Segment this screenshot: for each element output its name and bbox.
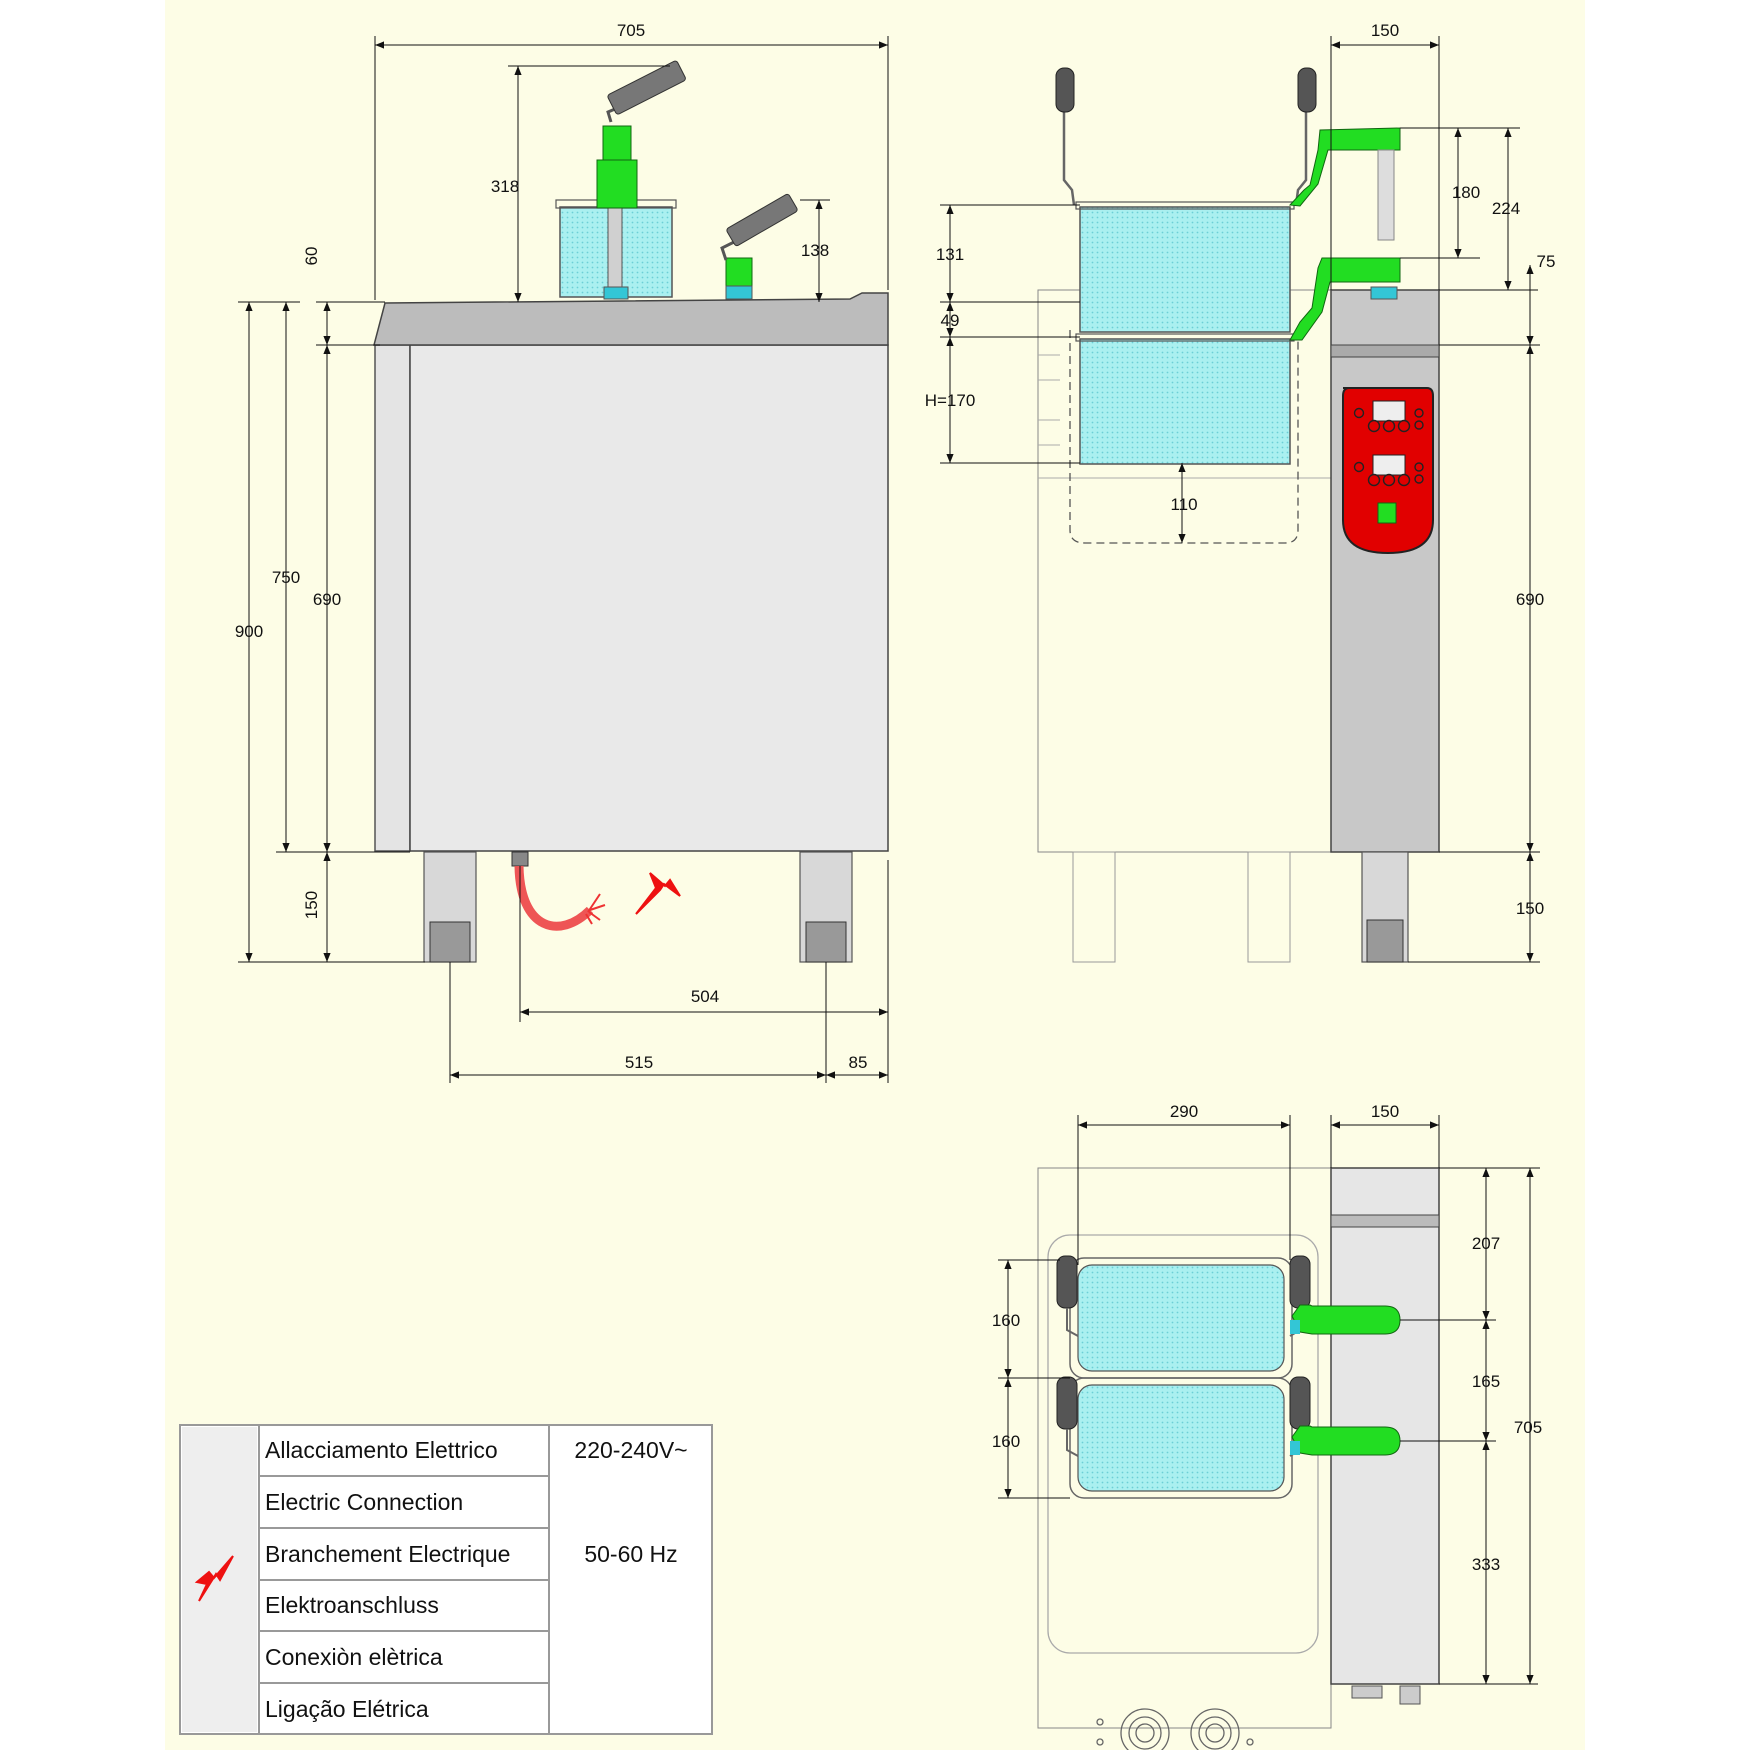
top-grip (1289, 1255, 1311, 1309)
table-voltage: 220-240V~ (574, 1437, 687, 1463)
power-cable-icon (511, 851, 606, 931)
dim-gap-49: 49 (941, 311, 960, 330)
table-frequency: 50-60 Hz (584, 1541, 677, 1567)
table-label-en: Electric Connection (265, 1489, 463, 1515)
dim-height-900: 900 (235, 622, 263, 641)
front-basket-raised (1079, 206, 1291, 333)
dim-height-750: 750 (272, 568, 300, 587)
front-basket-lowered (1079, 338, 1291, 465)
dim-lift-318: 318 (491, 177, 519, 196)
dim-middle-165: 165 (1472, 1372, 1500, 1391)
top-dimension-labels: 290 150 160 160 207 165 333 705 (992, 1102, 1542, 1574)
lightning-bolt-icon (635, 872, 681, 915)
side-dimension-lines (238, 36, 889, 1083)
display-top (1372, 400, 1406, 422)
drain-taps (1096, 1708, 1254, 1750)
dim-lift-224: 224 (1492, 199, 1520, 218)
top-lift-arm-1 (1291, 1304, 1401, 1335)
dim-body-690: 690 (1516, 590, 1544, 609)
table-label-de: Elektroanschluss (265, 1592, 439, 1618)
dim-front-207: 207 (1472, 1234, 1500, 1253)
dim-feet-150-front: 150 (1516, 899, 1544, 918)
side-top-plate (373, 292, 889, 346)
side-lift-handle-small (725, 257, 753, 291)
dim-basket-height: H=170 (925, 391, 976, 410)
front-dimension-lines (940, 36, 1540, 963)
dim-water-110: 110 (1170, 495, 1197, 514)
side-body (409, 344, 889, 852)
side-lift-base (603, 286, 629, 300)
table-label-es: Conexiòn elètrica (265, 1644, 443, 1670)
table-label-pt: Ligação Elétrica (265, 1696, 429, 1722)
dim-rear-333: 333 (1472, 1555, 1500, 1574)
top-column (1330, 1167, 1440, 1685)
dim-basket-290: 290 (1170, 1102, 1198, 1121)
dim-basket-131: 131 (936, 245, 964, 264)
front-column (1330, 289, 1440, 853)
front-grip-right (1297, 67, 1317, 113)
dim-lift-138: 138 (801, 241, 829, 260)
dim-height-690: 690 (313, 590, 341, 609)
dim-column-150-top: 150 (1371, 1102, 1399, 1121)
dim-cable-504: 504 (691, 987, 719, 1006)
top-grip (1056, 1255, 1078, 1309)
front-dimension-labels: 150 180 224 75 131 49 H=170 110 690 150 (925, 21, 1556, 918)
top-dimension-lines (998, 1115, 1540, 1685)
table-label-fr: Branchement Electrique (265, 1541, 510, 1567)
side-view (373, 60, 889, 963)
side-grip-big (607, 60, 686, 115)
dim-top-60: 60 (302, 247, 321, 266)
dim-feet-515: 515 (625, 1053, 653, 1072)
lightning-bolt-icon (194, 1555, 234, 1602)
dim-rear-85: 85 (849, 1053, 868, 1072)
dim-column-150: 150 (1371, 21, 1399, 40)
side-rear-panel (374, 344, 411, 852)
electric-table: Allacciamento Elettrico Electric Connect… (179, 1424, 713, 1735)
table-label-it: Allacciamento Elettrico (265, 1437, 498, 1463)
front-grip-left (1055, 67, 1075, 113)
dim-depth-160-a: 160 (992, 1311, 1020, 1330)
top-view (1037, 1167, 1440, 1750)
dim-depth-160-b: 160 (992, 1432, 1020, 1451)
power-switch (1377, 502, 1397, 524)
display-bottom (1372, 454, 1406, 476)
top-grip (1289, 1376, 1311, 1430)
dim-total-705: 705 (1514, 1418, 1542, 1437)
side-dimension-labels: 705 318 138 60 900 750 690 150 504 515 8… (235, 21, 868, 1072)
dim-width-705: 705 (617, 21, 645, 40)
top-grip (1056, 1376, 1078, 1430)
top-basket-1 (1077, 1264, 1285, 1372)
front-view (1037, 67, 1440, 963)
top-lift-arm-2 (1291, 1425, 1401, 1456)
dim-top-75: 75 (1537, 252, 1556, 271)
dim-lift-180: 180 (1452, 183, 1480, 202)
top-basket-2 (1077, 1384, 1285, 1492)
dim-feet-150: 150 (302, 891, 321, 919)
side-grip-small (726, 193, 798, 247)
